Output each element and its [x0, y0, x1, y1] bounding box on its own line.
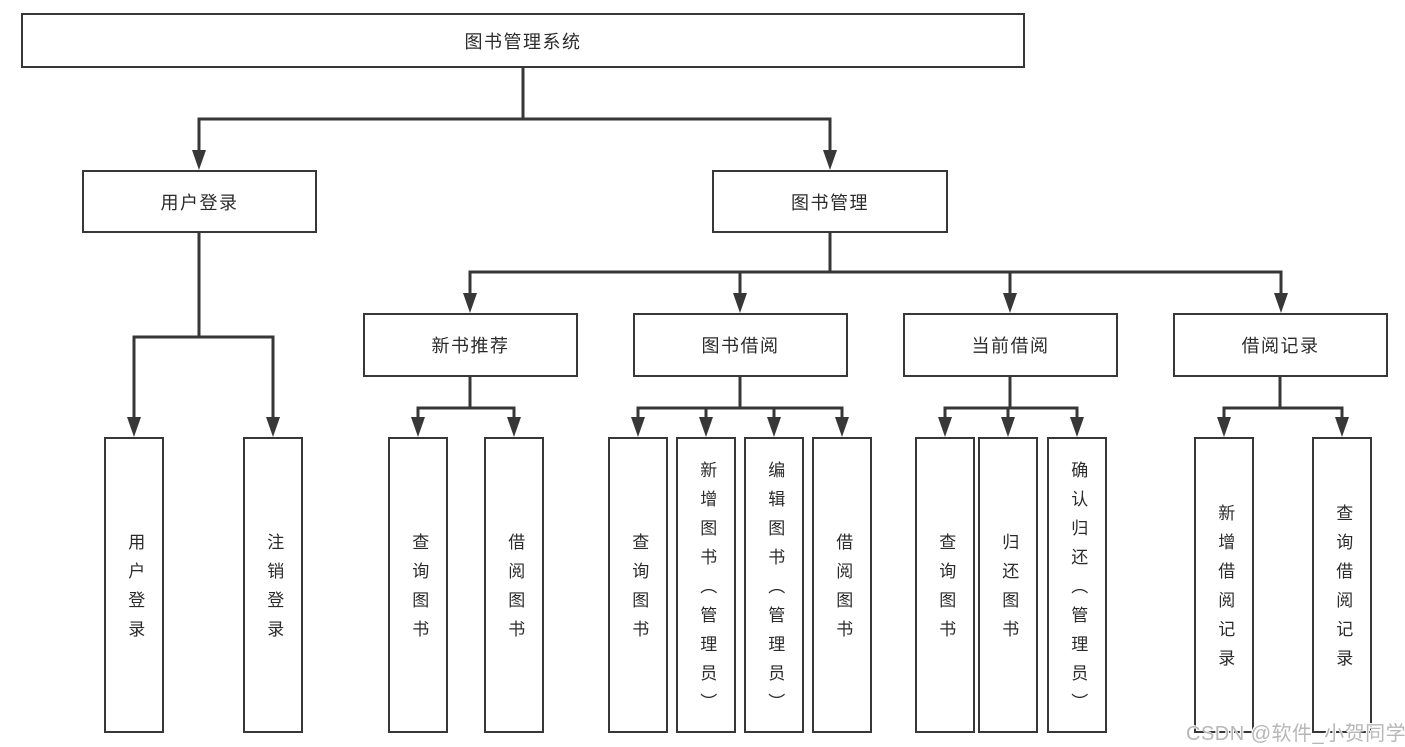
leaf-query-books-current: 查询图书	[915, 437, 975, 733]
node-label: 归还图书	[999, 533, 1019, 649]
node-label: 查询图书	[409, 533, 429, 649]
connector-arrowhead	[463, 293, 477, 313]
leaf-borrow-books-borrowing: 借阅图书	[812, 437, 872, 733]
connector-arrowhead	[507, 417, 521, 437]
node-label: 新书推荐	[431, 336, 510, 356]
leaf-confirm-return-admin: 确认归还（管理员）	[1047, 437, 1107, 733]
node-book-management: 图书管理	[712, 170, 948, 233]
connector-arrowhead	[127, 417, 141, 437]
leaf-borrow-books-recommend: 借阅图书	[484, 437, 544, 733]
node-label: 查询图书	[936, 533, 956, 649]
leaf-return-books: 归还图书	[978, 437, 1038, 733]
node-label: 确认归还（管理员）	[1068, 460, 1088, 722]
connector-arrowhead	[1274, 293, 1288, 313]
node-root-system: 图书管理系统	[21, 13, 1025, 68]
connector-recommend-children	[411, 375, 521, 437]
connector-current-children	[938, 375, 1084, 437]
node-label: 查询图书	[629, 533, 649, 649]
leaf-query-borrow-record: 查询借阅记录	[1312, 437, 1372, 733]
connector-arrowhead	[699, 417, 713, 437]
connector-arrowhead	[1335, 417, 1349, 437]
connector-arrowhead	[767, 417, 781, 437]
connector-arrowhead	[1001, 417, 1015, 437]
node-label: 借阅记录	[1241, 336, 1320, 356]
connector-arrowhead	[835, 417, 849, 437]
node-label: 当前借阅	[971, 336, 1050, 356]
connector-arrowhead	[1070, 417, 1084, 437]
connector-arrowhead	[1217, 417, 1231, 437]
node-label: 图书管理	[791, 192, 869, 213]
node-user-login: 用户登录	[82, 170, 317, 233]
node-label: 查询借阅记录	[1333, 504, 1353, 678]
node-label: 编辑图书（管理员）	[765, 460, 785, 722]
connector-user-login-children	[127, 231, 280, 437]
connector-arrowhead	[733, 293, 747, 313]
connector-arrowhead	[823, 150, 837, 170]
connector-borrowing-children	[631, 375, 849, 437]
leaf-user-login: 用户登录	[104, 437, 164, 733]
csdn-watermark: CSDN @软件_小贺同学	[1186, 723, 1405, 745]
connector-arrowhead	[411, 417, 425, 437]
node-book-borrowing: 图书借阅	[633, 313, 848, 377]
node-current-borrowing: 当前借阅	[903, 313, 1118, 377]
leaf-query-books-recommend: 查询图书	[388, 437, 448, 733]
connector-root-to-level2	[192, 66, 837, 170]
node-borrowing-records: 借阅记录	[1173, 313, 1388, 377]
connector-arrowhead	[631, 417, 645, 437]
connector-arrowhead	[266, 417, 280, 437]
connector-book-mgmt-to-level3	[463, 231, 1288, 313]
leaf-query-books-borrowing: 查询图书	[608, 437, 668, 733]
node-label: 新增图书（管理员）	[697, 460, 717, 722]
leaf-edit-books-admin: 编辑图书（管理员）	[744, 437, 804, 733]
node-label: 用户登录	[160, 192, 239, 213]
connector-arrowhead	[1003, 293, 1017, 313]
node-label: 新增借阅记录	[1215, 504, 1235, 678]
leaf-logout: 注销登录	[243, 437, 303, 733]
node-label: 图书借阅	[701, 336, 780, 356]
node-label: 注销登录	[264, 533, 284, 649]
node-new-book-recommend: 新书推荐	[363, 313, 578, 377]
connector-arrowhead	[192, 150, 206, 170]
leaf-add-borrow-record: 新增借阅记录	[1194, 437, 1254, 733]
node-label: 用户登录	[125, 533, 145, 649]
node-label: 图书管理系统	[464, 31, 582, 52]
node-label: 借阅图书	[505, 533, 525, 649]
connector-arrowhead	[938, 417, 952, 437]
connector-records-children	[1217, 375, 1349, 437]
leaf-add-books-admin: 新增图书（管理员）	[676, 437, 736, 733]
node-label: 借阅图书	[833, 533, 853, 649]
